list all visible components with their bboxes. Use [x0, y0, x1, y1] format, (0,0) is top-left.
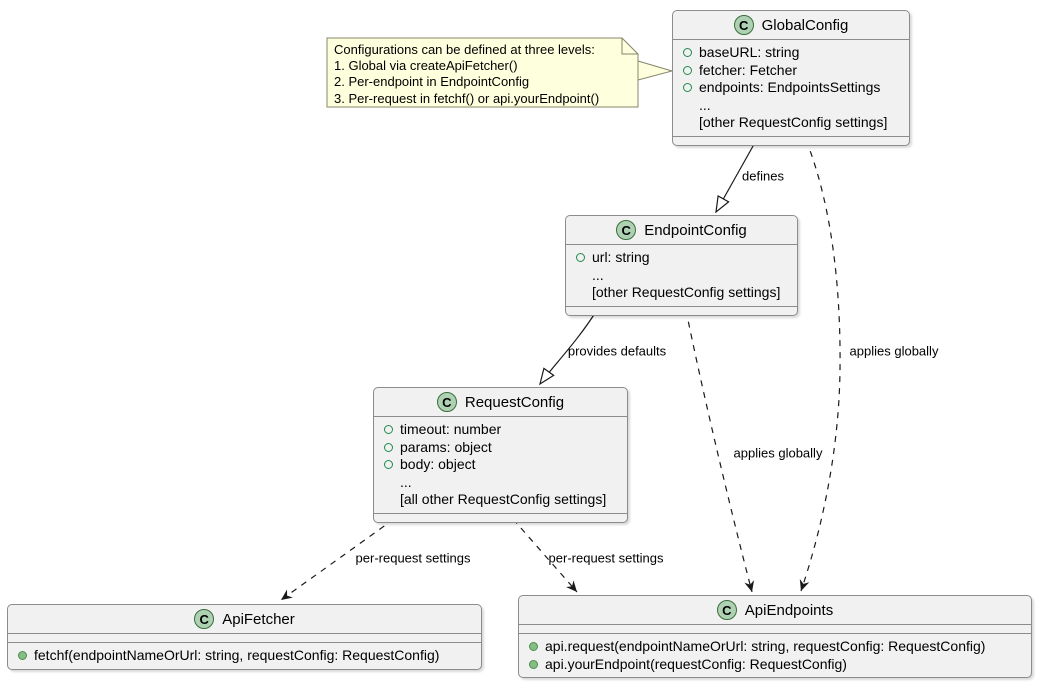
field-row: ... — [384, 474, 617, 492]
class-title: GlobalConfig — [761, 16, 849, 34]
member-text: ... — [699, 96, 711, 113]
field-row: params: object — [384, 439, 617, 457]
member-text: fetcher: Fetcher — [699, 61, 798, 78]
method-row: api.request(endpointNameOrUrl: string, r… — [529, 638, 1021, 656]
method-row: fetchf(endpointNameOrUrl: string, reques… — [18, 647, 471, 665]
note-fold-icon — [621, 38, 638, 55]
field-row: ... — [576, 267, 787, 285]
class-methods-apiendpoints: api.request(endpointNameOrUrl: string, r… — [519, 633, 1031, 677]
field-row: baseURL: string — [683, 44, 899, 62]
field-visibility-icon — [683, 83, 692, 93]
class-title: ApiFetcher — [222, 610, 295, 628]
class-title: RequestConfig — [464, 393, 565, 411]
member-text: url: string — [592, 249, 650, 265]
edge-label-defines: defines — [742, 168, 784, 184]
field-row: [other RequestConfig settings] — [683, 114, 899, 132]
method-visibility-icon — [18, 651, 27, 661]
method-row: api.yourEndpoint(requestConfig: RequestC… — [529, 656, 1021, 674]
class-fields-requestconfig: timeout: number params: object body: obj… — [374, 416, 627, 513]
field-visibility-icon — [384, 460, 393, 470]
class-box-endpointconfig: C EndpointConfig url: string ... [other … — [565, 215, 798, 316]
member-text: timeout: number — [400, 421, 502, 437]
member-text: api.yourEndpoint(requestConfig: RequestC… — [545, 655, 847, 672]
member-text: [other RequestConfig settings] — [699, 114, 888, 130]
class-fields-globalconfig: baseURL: string fetcher: Fetcher endpoin… — [673, 39, 909, 136]
note-line: 2. Per-endpoint in EndpointConfig — [334, 74, 530, 90]
class-methods-apifetcher: fetchf(endpointNameOrUrl: string, reques… — [8, 642, 481, 669]
member-text: fetchf(endpointNameOrUrl: string, reques… — [34, 647, 440, 663]
edge-label-provides-defaults: provides defaults — [567, 343, 667, 359]
class-header-globalconfig: C GlobalConfig — [673, 11, 909, 39]
member-text: ... — [592, 266, 604, 283]
edge-provides-defaults-line — [539, 309, 598, 386]
class-box-apiendpoints: C ApiEndpoints api.request(endpointNameO… — [518, 595, 1032, 678]
class-badge-icon: C — [716, 600, 737, 620]
member-text: ... — [400, 473, 412, 490]
field-visibility-icon — [384, 442, 393, 452]
class-badge-icon: C — [616, 220, 637, 240]
edge-label-applies-globally-endpoint: applies globally — [733, 445, 823, 461]
member-text: params: object — [400, 438, 492, 455]
note: Configurations can be defined at three l… — [334, 42, 634, 107]
class-methods-globalconfig — [673, 135, 909, 145]
member-text: body: object — [400, 456, 476, 472]
class-box-globalconfig: C GlobalConfig baseURL: string fetcher: … — [672, 10, 910, 146]
note-line: 3. Per-request in fetchf() or api.yourEn… — [334, 90, 600, 106]
edge-label-per-request-left: per-request settings — [355, 550, 471, 566]
class-methods-endpointconfig — [566, 305, 797, 315]
member-text: endpoints: EndpointsSettings — [699, 79, 881, 95]
class-header-endpointconfig: C EndpointConfig — [566, 216, 797, 244]
field-row: body: object — [384, 456, 617, 474]
member-text: [other RequestConfig settings] — [592, 284, 781, 300]
class-box-apifetcher: C ApiFetcher fetchf(endpointNameOrUrl: s… — [7, 604, 482, 670]
class-header-requestconfig: C RequestConfig — [374, 388, 627, 416]
field-row: endpoints: EndpointsSettings — [683, 79, 899, 97]
class-badge-icon: C — [733, 15, 754, 35]
member-text: api.request(endpointNameOrUrl: string, r… — [545, 638, 986, 654]
class-header-apiendpoints: C ApiEndpoints — [519, 596, 1031, 624]
field-visibility-icon — [683, 48, 692, 58]
member-text: baseURL: string — [699, 44, 800, 60]
class-badge-icon: C — [436, 392, 457, 412]
note-line: Configurations can be defined at three l… — [334, 42, 595, 57]
edge-defines-line — [715, 138, 758, 214]
method-visibility-icon — [529, 642, 538, 652]
class-methods-requestconfig — [374, 512, 627, 522]
member-text: [all other RequestConfig settings] — [400, 491, 607, 507]
edge-label-per-request-right: per-request settings — [548, 550, 664, 566]
edge-per-request-right-line — [512, 518, 578, 593]
class-fields-endpointconfig: url: string ... [other RequestConfig set… — [566, 244, 797, 306]
field-row: url: string — [576, 249, 787, 267]
field-row: timeout: number — [384, 421, 617, 439]
class-fields-apifetcher — [8, 633, 481, 642]
field-visibility-icon — [683, 65, 692, 75]
field-row: ... — [683, 97, 899, 115]
note-pointer — [637, 60, 674, 81]
edge-applies-globally-endpoint-line — [685, 309, 755, 593]
method-visibility-icon — [529, 659, 538, 669]
field-visibility-icon — [576, 253, 585, 263]
edge-label-applies-globally-global: applies globally — [849, 343, 939, 359]
class-header-apifetcher: C ApiFetcher — [8, 605, 481, 633]
class-title: EndpointConfig — [644, 221, 747, 239]
class-fields-apiendpoints — [519, 624, 1031, 633]
field-row: [all other RequestConfig settings] — [384, 491, 617, 509]
class-title: ApiEndpoints — [744, 601, 834, 619]
class-box-requestconfig: C RequestConfig timeout: number params: … — [373, 387, 628, 523]
edge-applies-globally-global-line — [799, 139, 841, 592]
field-visibility-icon — [384, 425, 393, 435]
field-row: fetcher: Fetcher — [683, 62, 899, 80]
class-badge-icon: C — [194, 609, 215, 629]
note-line: 1. Global via createApiFetcher() — [334, 58, 518, 74]
field-row: [other RequestConfig settings] — [576, 284, 787, 302]
